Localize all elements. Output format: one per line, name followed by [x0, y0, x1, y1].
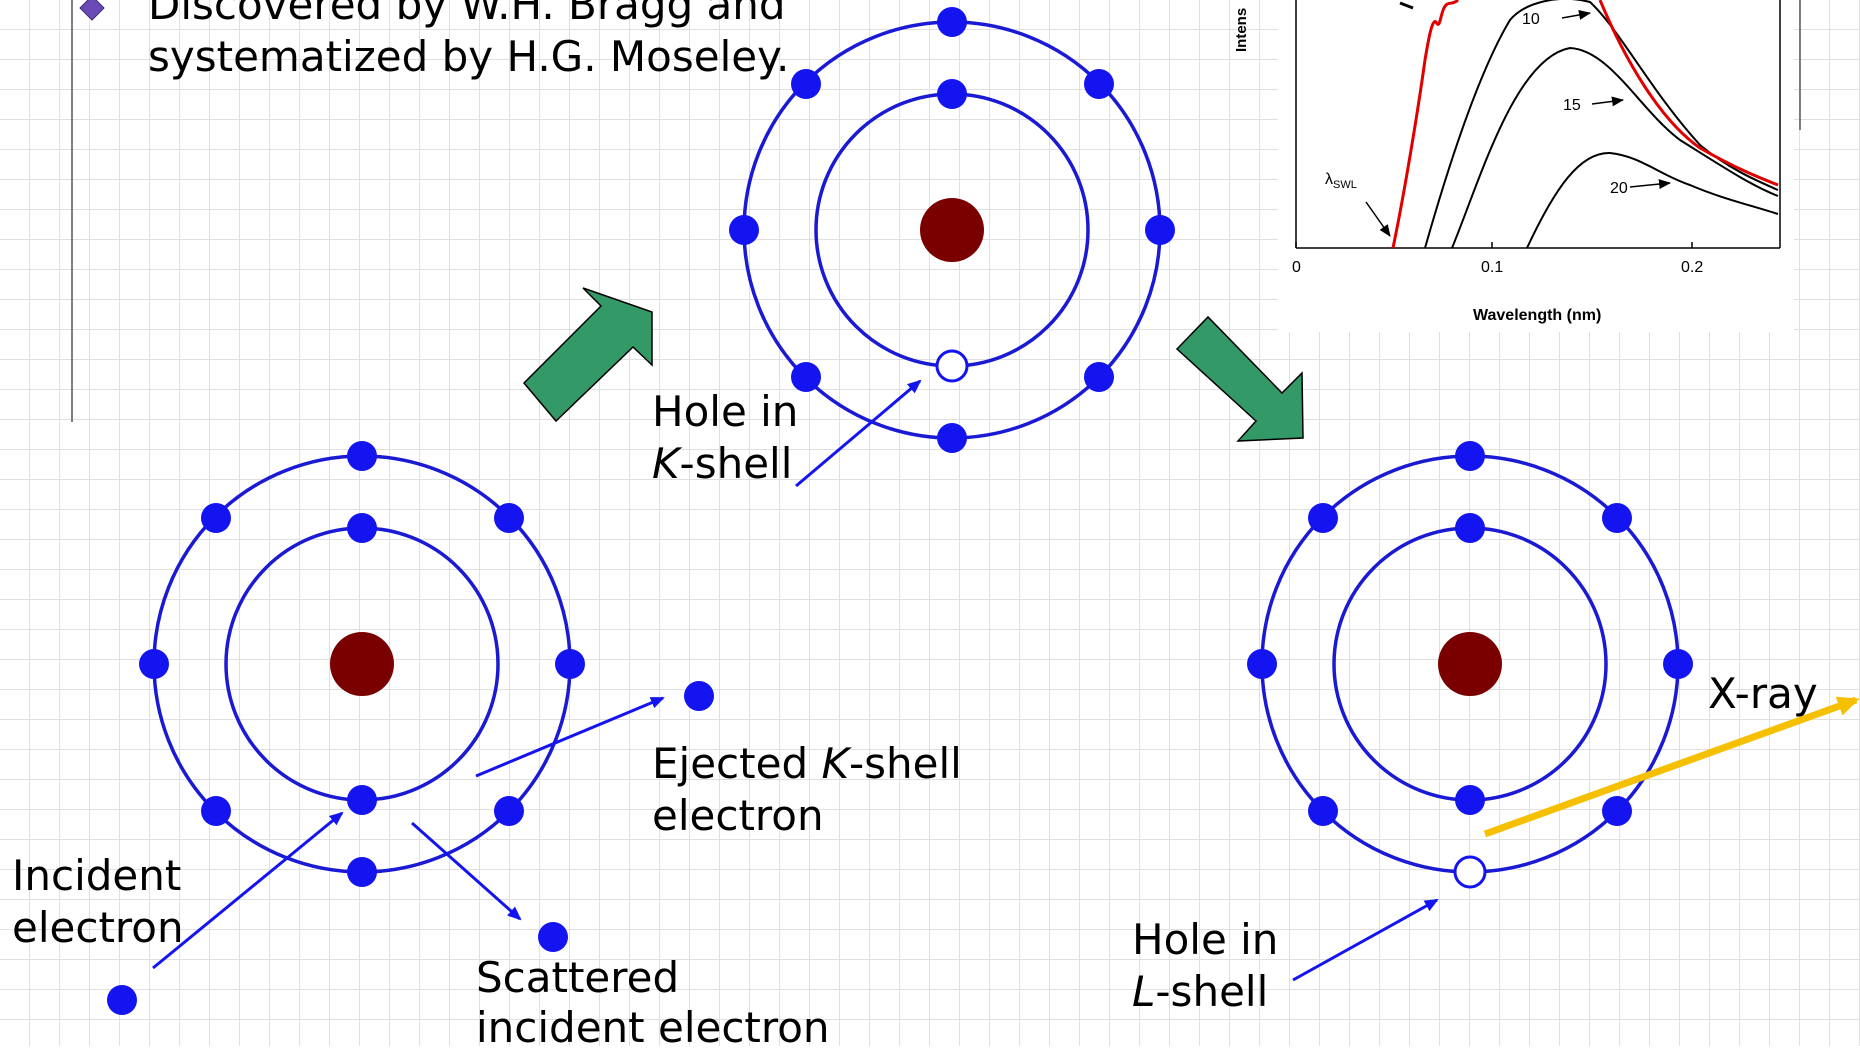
- nucleus: [1438, 632, 1502, 696]
- curve-red-characteristic: [1391, 0, 1779, 249]
- electron: [1602, 503, 1632, 533]
- label-hole-l-line1: Hole in: [1132, 915, 1279, 964]
- curve-15: [1451, 46, 1779, 249]
- label-ejected-line2: electron: [652, 791, 824, 840]
- k-hole-pointer-arrow: [795, 379, 922, 488]
- swl-label: λSWL: [1325, 171, 1357, 191]
- curve-20-pointer: [1561, 10, 1591, 20]
- electron: [1247, 649, 1277, 679]
- l-hole-pointer-arrow: [1292, 898, 1439, 982]
- ejected-electron-arrow: [475, 696, 665, 778]
- label-ejected-suffix: -shell: [849, 739, 962, 788]
- electron: [1602, 796, 1632, 826]
- electron: [555, 649, 585, 679]
- label-hole-l-line2: L-shell: [1132, 966, 1268, 1018]
- atom-left: [139, 441, 585, 887]
- electron: [729, 215, 759, 245]
- label-hole-l-rest: -shell: [1155, 967, 1269, 1016]
- spectrum-chart: 10 15 20 0 0.1 0.2 Wavelength (nm) Inten…: [1233, 0, 1794, 332]
- electron: [1084, 69, 1114, 99]
- label-incident-line1: Incident: [12, 851, 182, 900]
- curve-10: [1526, 151, 1779, 249]
- electron: [347, 441, 377, 471]
- electron: [1663, 649, 1693, 679]
- electron: [347, 785, 377, 815]
- electron: [201, 503, 231, 533]
- incident-electron-arrow: [152, 811, 344, 970]
- electron: [494, 796, 524, 826]
- electron: [1455, 785, 1485, 815]
- electron: [791, 362, 821, 392]
- atom-right: [1247, 441, 1693, 889]
- electron: [1145, 215, 1175, 245]
- chart-background: [1278, 0, 1794, 332]
- label-incident-line2: electron: [12, 903, 184, 952]
- green-arrow-down-right: [1175, 315, 1304, 442]
- label-scattered-line2: incident electron: [476, 1003, 830, 1052]
- incident-electron-dot: [107, 985, 137, 1015]
- ejected-electron-dot: [684, 681, 714, 711]
- electron: [937, 423, 967, 453]
- chart-x-label: Wavelength (nm): [1473, 307, 1601, 324]
- bullet-line-1: Discovered by W.H. Bragg and: [148, 0, 786, 29]
- curve-label-10: 20: [1610, 180, 1628, 197]
- green-arrow-up-right: [522, 287, 653, 423]
- electron: [1308, 503, 1338, 533]
- k-shell-hole: [935, 349, 969, 383]
- electron: [347, 513, 377, 543]
- chart-pointer-fragment: [1399, 1, 1414, 10]
- electron: [1455, 513, 1485, 543]
- chart-y-label: Intens: [1233, 8, 1250, 52]
- electron: [1084, 362, 1114, 392]
- x-tick-label: 0: [1292, 259, 1301, 276]
- electron: [139, 649, 169, 679]
- curve-10-pointer: [1629, 179, 1671, 190]
- electron: [791, 69, 821, 99]
- scattered-electron-dot: [538, 922, 568, 952]
- curve-label-15: 15: [1563, 97, 1581, 114]
- nucleus: [920, 198, 984, 262]
- label-hole-k-rest: -shell: [679, 439, 793, 488]
- electron: [494, 503, 524, 533]
- xray-arrow: [1483, 696, 1860, 838]
- label-ejected-line1: Ejected K-shell: [652, 738, 962, 790]
- label-hole-l-letter: L: [1132, 967, 1156, 1016]
- electron: [201, 796, 231, 826]
- electron: [347, 857, 377, 887]
- label-hole-k-letter: K: [652, 439, 680, 488]
- electron: [937, 79, 967, 109]
- electron: [1455, 441, 1485, 471]
- nucleus: [330, 632, 394, 696]
- curve-label-20: 10: [1522, 11, 1540, 28]
- electron: [1308, 796, 1338, 826]
- label-hole-k-line1: Hole in: [652, 387, 799, 436]
- curve-15-pointer: [1591, 96, 1624, 107]
- label-xray: X-ray: [1708, 669, 1818, 718]
- label-hole-k-line2: K-shell: [652, 438, 792, 490]
- bullet-line-2: systematized by H.G. Moseley.: [148, 32, 790, 81]
- x-tick-label: 0.2: [1681, 259, 1703, 276]
- bullet-diamond-icon: [79, 0, 105, 21]
- label-ejected-prefix: Ejected: [652, 739, 822, 788]
- l-shell-hole: [1453, 855, 1487, 889]
- scattered-electron-arrow: [411, 821, 522, 921]
- atom-top: [729, 7, 1175, 453]
- electron: [937, 7, 967, 37]
- swl-pointer: [1365, 201, 1391, 237]
- label-ejected-letter: K: [821, 739, 850, 788]
- x-tick-label: 0.1: [1481, 259, 1503, 276]
- label-scattered-line1: Scattered: [476, 953, 680, 1002]
